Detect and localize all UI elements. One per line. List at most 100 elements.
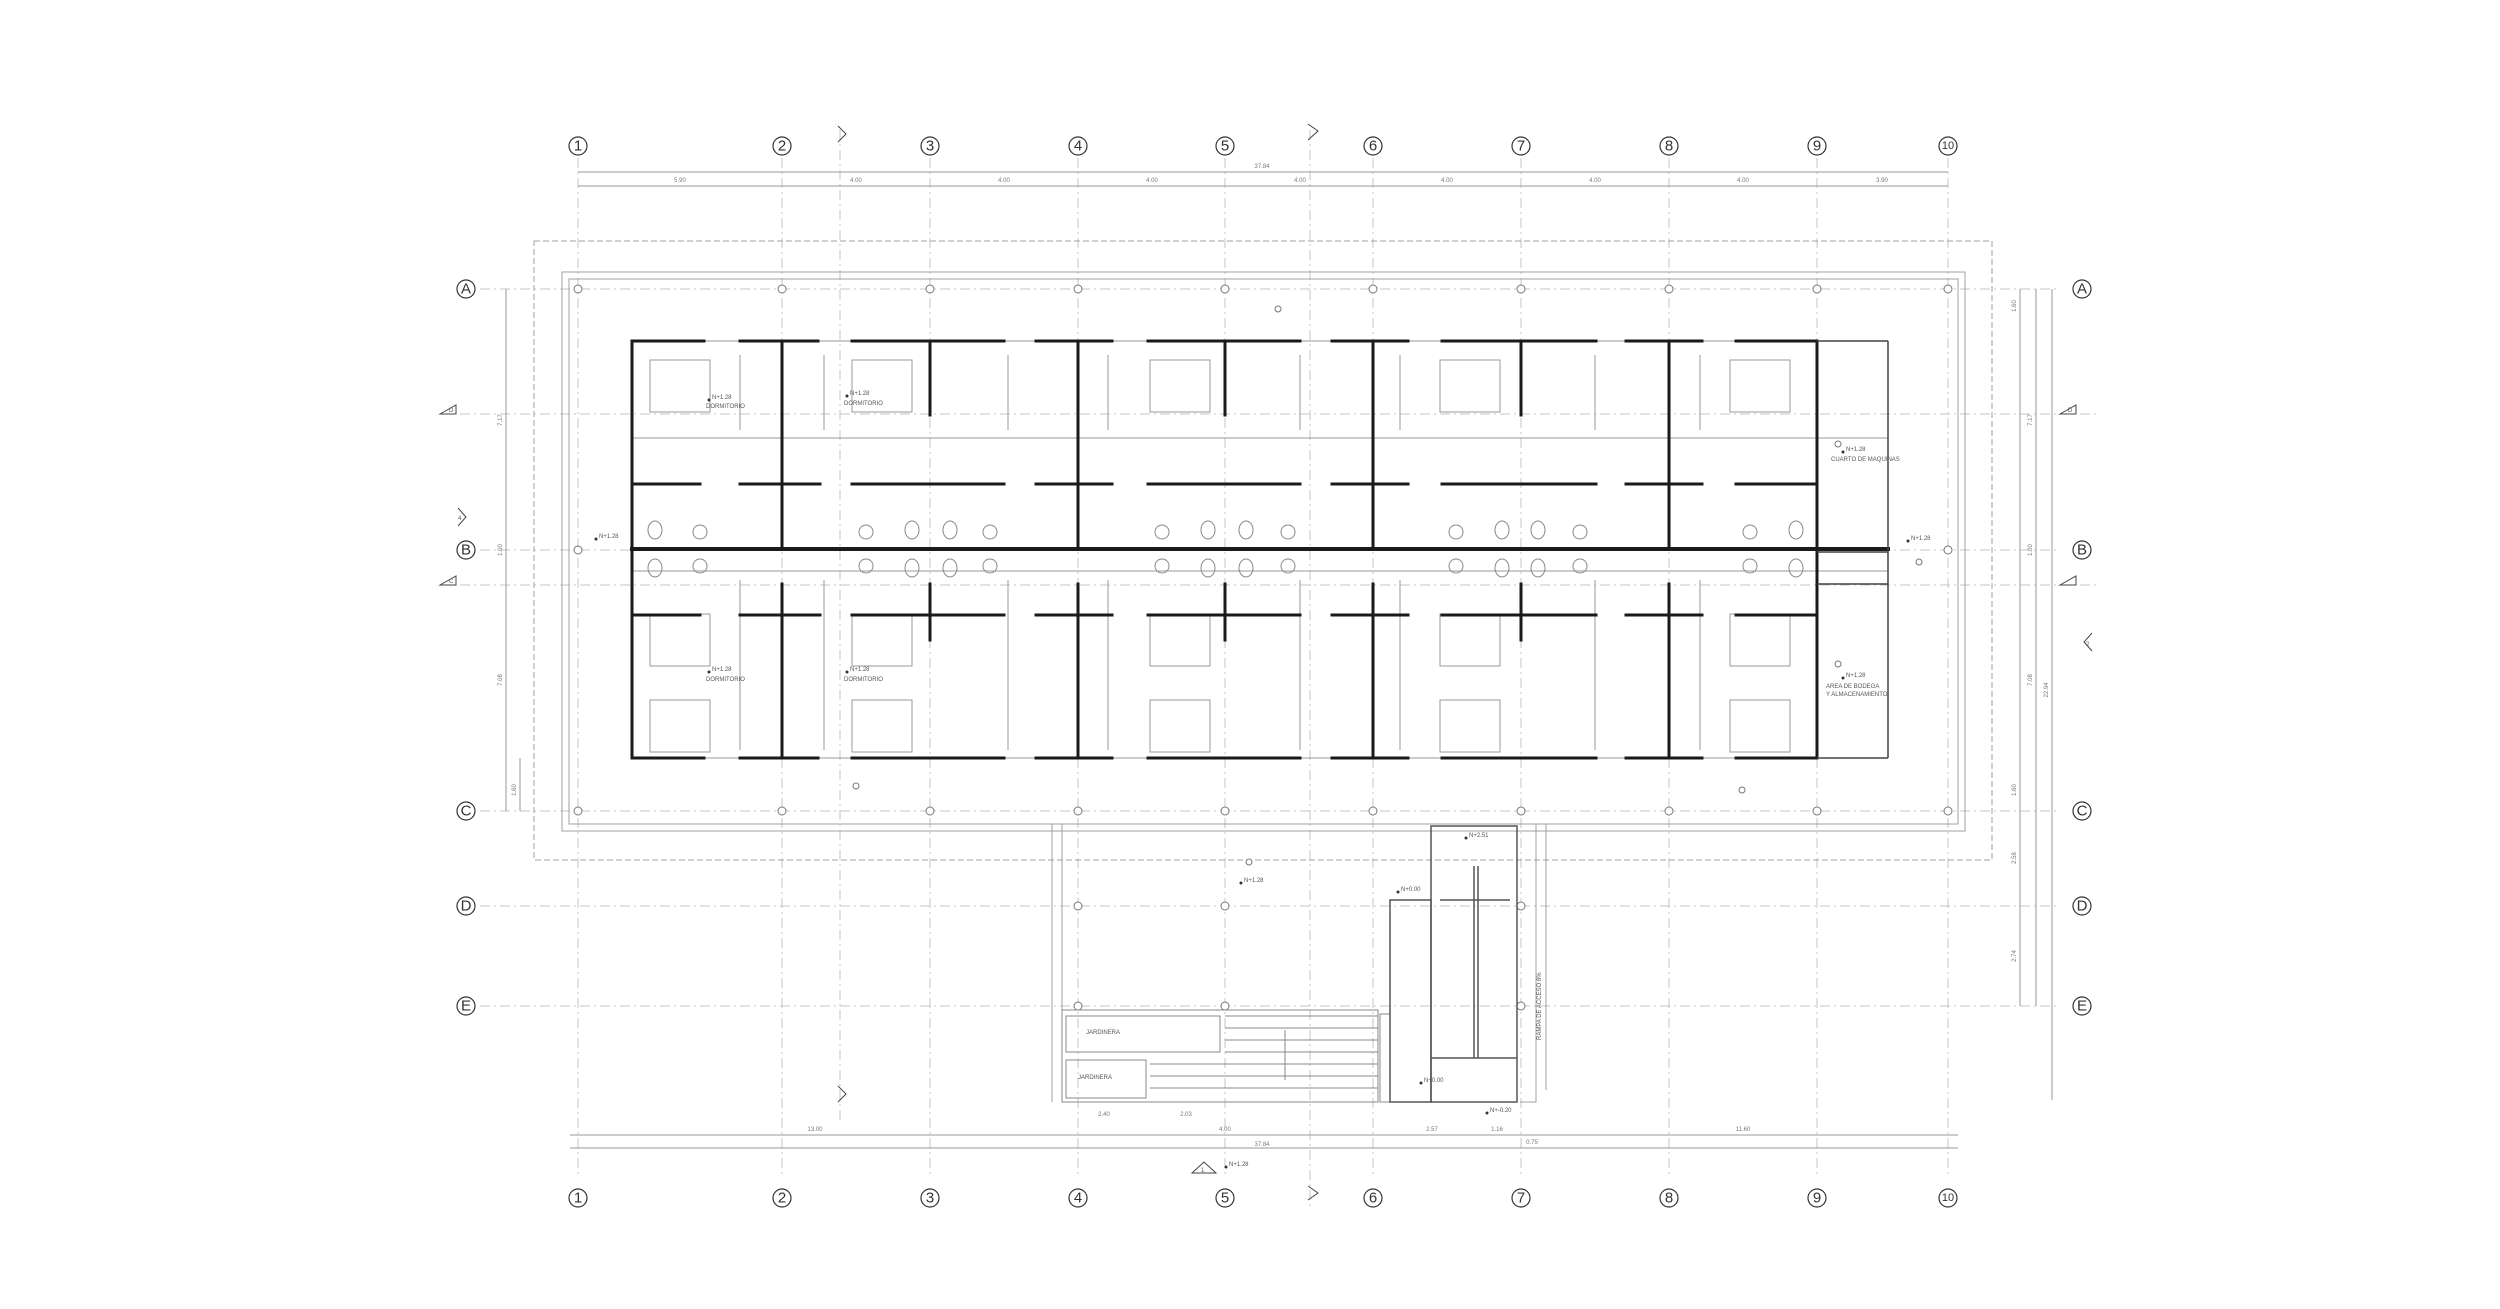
section-mark-label: D — [449, 408, 454, 414]
dim-right: 2.74 — [2012, 950, 2018, 962]
grid-bubble-row-c-right: C — [2072, 801, 2092, 821]
dim-left: 1.00 — [498, 544, 504, 556]
room-label-dorm: DORMITORIO — [706, 404, 745, 410]
toilet-icon — [1742, 524, 1758, 574]
grid-bubble-label: 4 — [1074, 1190, 1082, 1207]
dim-right: 1.60 — [2012, 300, 2018, 312]
grid-bubble-label: 8 — [1665, 1190, 1673, 1207]
room-label-annex: JARDINERA — [1078, 1075, 1112, 1081]
toilet-icon — [1572, 524, 1588, 574]
grid-bubble-col-1-bottom: 1 — [568, 1188, 588, 1208]
grid-bubble-row-a-left: A — [456, 279, 476, 299]
grid-bubble-row-d-right: D — [2072, 896, 2092, 916]
dim-right: 1.00 — [2028, 544, 2034, 556]
grid-bubble-col-8-top: 8 — [1659, 136, 1679, 156]
level-label: N+1.28 — [712, 395, 732, 401]
grid-bubble-row-e-left: E — [456, 996, 476, 1016]
dim-top-bay: 5.90 — [674, 178, 686, 184]
level-label: N+1.28 — [712, 667, 732, 673]
grid-bubble-col-4-bottom: 4 — [1068, 1188, 1088, 1208]
grid-bubble-col-6-bottom: 6 — [1363, 1188, 1383, 1208]
dim-top-bay: 4.00 — [1589, 178, 1601, 184]
toilet-icon — [1154, 524, 1170, 574]
section-mark-label: 4 — [458, 516, 462, 522]
grid-bubble-col-7-bottom: 7 — [1511, 1188, 1531, 1208]
grid-bubble-label: 3 — [926, 1190, 934, 1207]
level-label: N+1.28 — [850, 667, 870, 673]
grid-bubble-col-4-top: 4 — [1068, 136, 1088, 156]
dim-left: 1.60 — [512, 784, 518, 796]
grid-bubble-label: C — [2077, 803, 2088, 820]
grid-bubble-label: 7 — [1517, 138, 1525, 155]
dim-bottom-seg: 13.00 — [807, 1127, 823, 1133]
structural-columns — [573, 284, 1953, 1011]
toilet-icon — [647, 520, 663, 578]
grid-bubble-label: 1 — [574, 1190, 582, 1207]
level-marker: N+2.51 — [1469, 833, 1489, 839]
grid-bubble-label: D — [2077, 898, 2088, 915]
section-mark-label: 2 — [2086, 642, 2090, 648]
dim-right: 2.58 — [2012, 852, 2018, 864]
level-mark-icon — [707, 670, 711, 674]
dim-top-bay: 4.00 — [1737, 178, 1749, 184]
grid-bubble-col-3-bottom: 3 — [920, 1188, 940, 1208]
level-marker: N+0.00 — [1401, 887, 1421, 893]
grid-bubble-label: 9 — [1813, 1190, 1821, 1207]
grid-bubble-col-6-top: 6 — [1363, 136, 1383, 156]
grid-bubble-label: 4 — [1074, 138, 1082, 155]
grid-bubble-label: B — [2077, 542, 2087, 559]
dim-top-overall: 37.84 — [1254, 164, 1270, 170]
dim-bottom-seg: 11.60 — [1736, 1127, 1751, 1133]
section-mark-label: D — [2068, 408, 2073, 414]
grid-bubble-col-5-bottom: 5 — [1215, 1188, 1235, 1208]
toilet-icon — [982, 524, 998, 574]
grid-bubble-label: C — [461, 803, 472, 820]
section-mark-label: 1 — [1201, 1168, 1205, 1174]
dim-left: 7.17 — [498, 414, 504, 426]
annex-entrance — [1061, 1009, 1391, 1103]
level-marker: N+1.28 — [1911, 536, 1931, 542]
room-label-dorm: DORMITORIO — [706, 677, 745, 683]
toilet-icon — [1200, 520, 1216, 578]
grid-bubble-col-2-top: 2 — [772, 136, 792, 156]
grid-bubble-col-1-top: 1 — [568, 136, 588, 156]
ramp-structure — [1389, 825, 1518, 1103]
grid-bubble-label: 10 — [1942, 1192, 1954, 1204]
dim-top-bay: 3.90 — [1876, 178, 1888, 184]
dim-bottom-overall: 37.84 — [1254, 1142, 1270, 1148]
section-marks — [438, 123, 2093, 1201]
dim-bottom-seg: 4.00 — [1219, 1127, 1231, 1133]
room-label-dorm: DORMITORIO — [844, 677, 883, 683]
level-markers: N+1.28 N+1.28 N+2.51 N+1.28 N+0.00 N+0.0… — [594, 534, 1931, 1169]
dim-overall-right: 22.94 — [2044, 682, 2050, 698]
level-mark-icon — [1841, 450, 1845, 454]
dim-right: 1.60 — [2012, 784, 2018, 796]
grid-bubble-col-10-top: 10 — [1938, 136, 1958, 156]
level-label: N+1.28 — [850, 391, 870, 397]
dim-left: 7.08 — [498, 674, 504, 686]
dim-bottom-seg: 1.16 — [1491, 1127, 1503, 1133]
level-mark-icon — [845, 670, 849, 674]
room-label-annex: JARDINERA — [1086, 1030, 1120, 1036]
grid-bubble-row-a-right: A — [2072, 279, 2092, 299]
dim-top-bay: 4.00 — [1441, 178, 1453, 184]
grid-bubble-label: 9 — [1813, 138, 1821, 155]
toilet-icon — [1494, 520, 1510, 578]
grid-bubble-label: 2 — [778, 1190, 786, 1207]
section-mark-label: C — [449, 579, 454, 585]
grid-bubble-label: 2 — [778, 138, 786, 155]
bathroom-fixtures — [647, 520, 1804, 578]
level-label: N+1.28 — [1846, 673, 1866, 679]
level-mark-icon — [845, 394, 849, 398]
grid-bubble-col-10-bottom: 10 — [1938, 1188, 1958, 1208]
grid-bubble-row-b-right: B — [2072, 540, 2092, 560]
grid-bubble-col-9-bottom: 9 — [1807, 1188, 1827, 1208]
dimension-lines — [505, 171, 2053, 1149]
grid-bubble-label: 1 — [574, 138, 582, 155]
dim-annex: 2.40 — [1098, 1112, 1110, 1118]
dim-top-bay: 4.00 — [1294, 178, 1306, 184]
room-label-machine: CUARTO DE MAQUINAS — [1831, 457, 1900, 463]
level-marker: N+1.28 — [599, 534, 619, 540]
main-walls — [630, 339, 1890, 760]
